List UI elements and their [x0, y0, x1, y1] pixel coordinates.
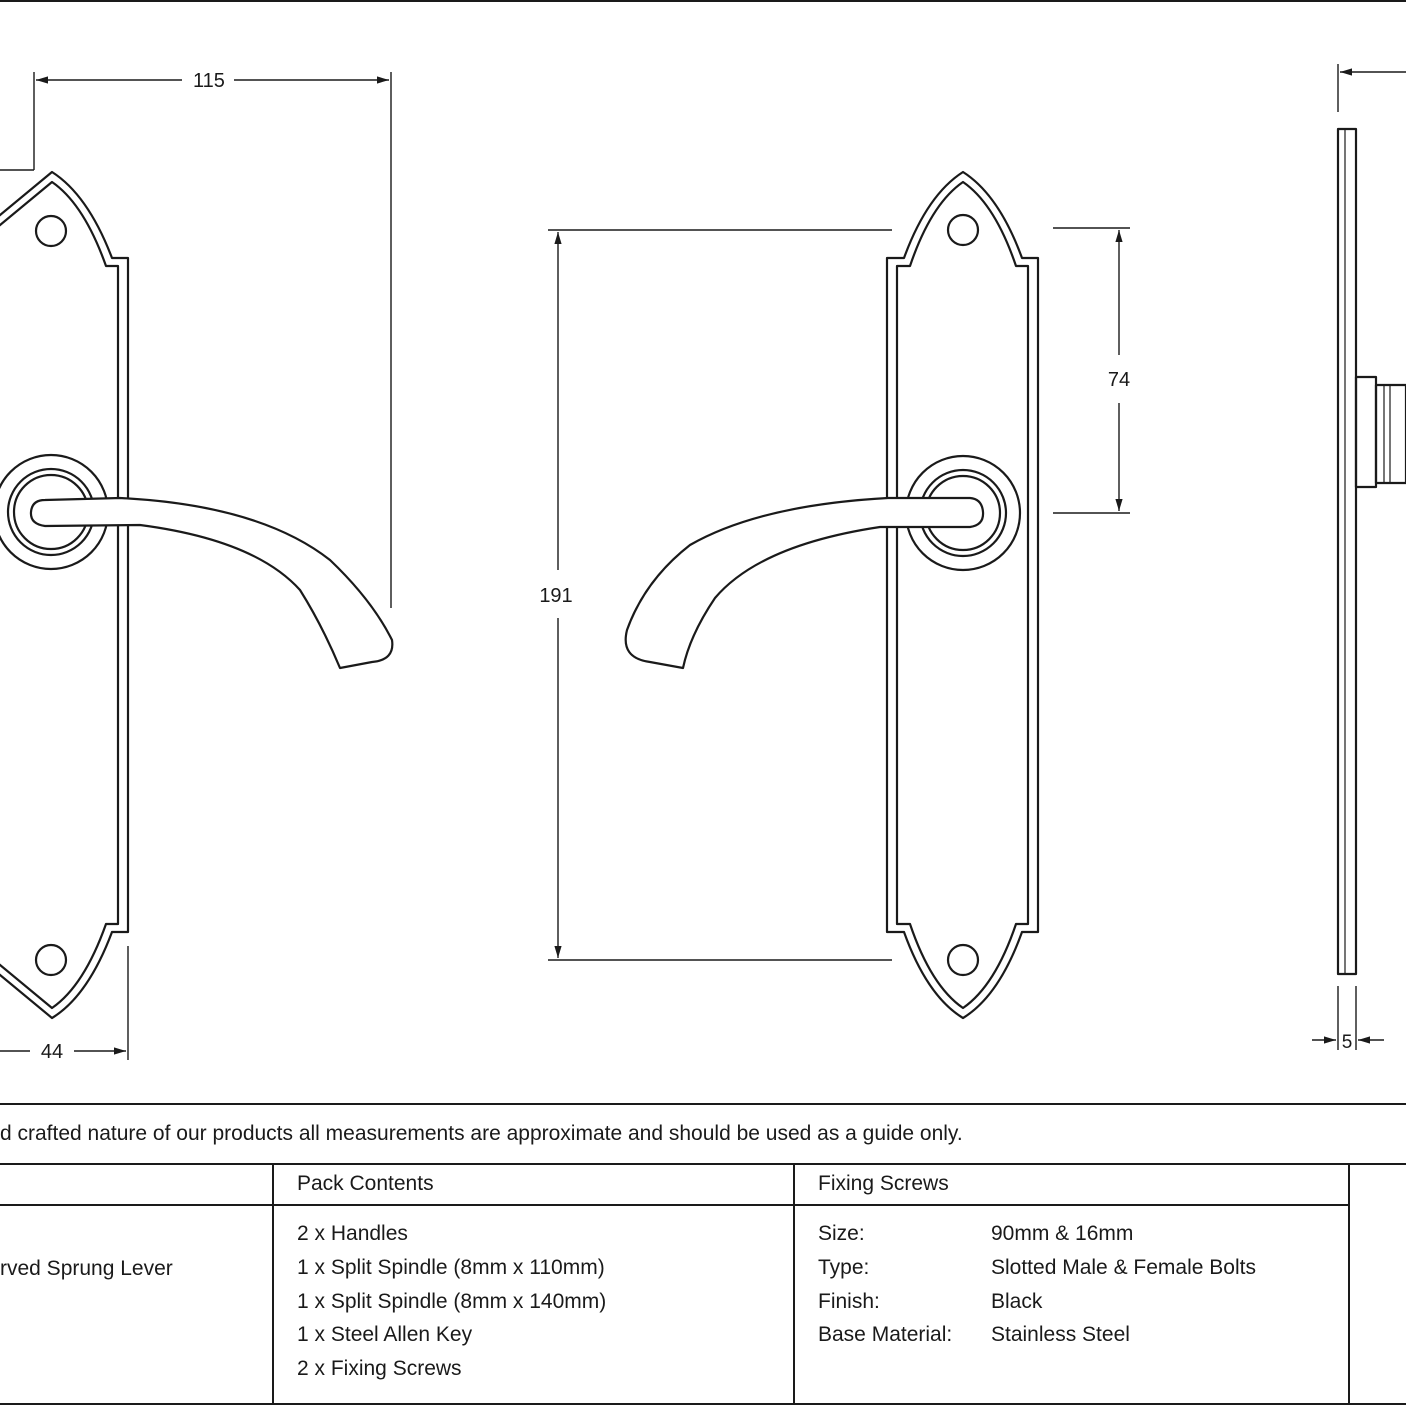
screw-spec-label: Type: [818, 1256, 870, 1279]
table-header-divider [0, 1204, 1350, 1206]
pack-item: 2 x Fixing Screws [297, 1357, 462, 1380]
fixing-screws-header: Fixing Screws [818, 1172, 949, 1195]
side-rose-base [1354, 375, 1378, 489]
left-backplate-outer [0, 170, 130, 1020]
table-col-divider-2 [793, 1163, 795, 1405]
dim-plate-thickness: 5 [1342, 1032, 1353, 1053]
table-bottom-border [0, 1403, 1406, 1405]
top-border [0, 0, 1406, 2]
left-bottom-screw-hole [34, 943, 68, 977]
middle-lever [624, 496, 985, 670]
left-view [0, 72, 394, 1060]
measurement-disclaimer: d crafted nature of our products all mea… [0, 1122, 963, 1145]
pack-item: 1 x Split Spindle (8mm x 110mm) [297, 1256, 605, 1279]
middle-view [548, 170, 1130, 1020]
table-col-divider-3 [1348, 1163, 1350, 1405]
table-top-border [0, 1163, 1406, 1165]
middle-top-screw-hole [946, 213, 980, 247]
left-backplate-inner [0, 180, 120, 1010]
middle-backplate-inner [895, 180, 1030, 1010]
dim-plate-width: 44 [41, 1041, 63, 1063]
technical-drawing: 115 44 191 74 [0, 64, 1406, 1063]
pack-item: 1 x Steel Allen Key [297, 1323, 473, 1346]
screw-spec-value: Black [991, 1290, 1043, 1313]
screw-spec-label: Base Material: [818, 1323, 953, 1346]
left-top-screw-hole [34, 214, 68, 248]
side-rose-neck [1374, 383, 1406, 485]
middle-backplate-outer [885, 170, 1040, 1020]
side-view [1312, 64, 1406, 1050]
product-name-value: rved Sprung Lever [0, 1257, 173, 1280]
screw-spec-value: Stainless Steel [991, 1323, 1130, 1346]
pack-item: 2 x Handles [297, 1222, 408, 1245]
left-lever [29, 496, 394, 670]
pack-contents-header: Pack Contents [297, 1172, 434, 1195]
screw-spec-value: Slotted Male & Female Bolts [991, 1256, 1256, 1279]
middle-bottom-screw-hole [946, 943, 980, 977]
note-top-border [0, 1103, 1406, 1105]
screw-spec-value: 90mm & 16mm [991, 1222, 1134, 1245]
side-backplate [1336, 127, 1358, 976]
pack-item: 1 x Split Spindle (8mm x 140mm) [297, 1290, 607, 1313]
dim-centres: 74 [1108, 369, 1130, 391]
dim-plate-height: 191 [539, 585, 572, 607]
screw-spec-label: Finish: [818, 1290, 880, 1313]
screw-spec-label: Size: [818, 1222, 865, 1245]
dim-width-overall: 115 [193, 70, 225, 92]
table-col-divider-1 [272, 1163, 274, 1405]
